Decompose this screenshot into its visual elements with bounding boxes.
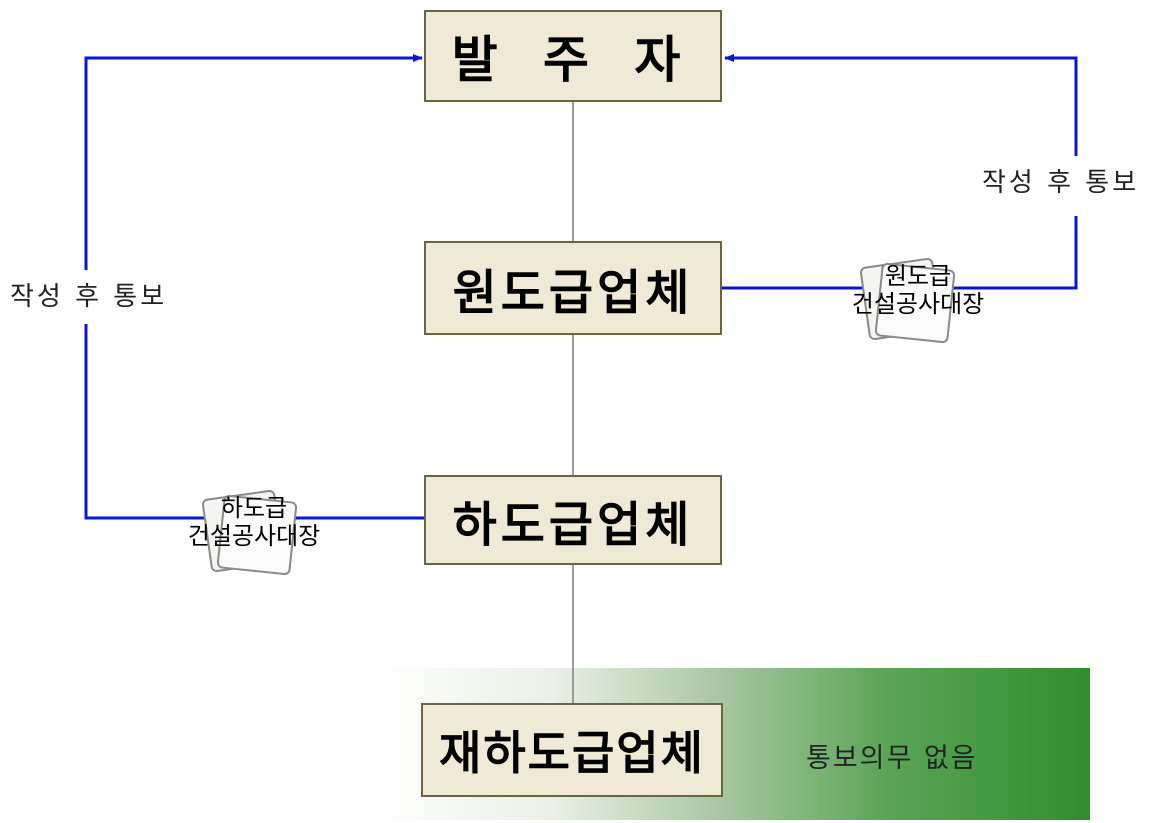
- no-obligation-label: 통보의무 없음: [806, 743, 978, 774]
- client-label: 발 주 자: [451, 31, 695, 89]
- re-subcontractor-label: 재하도급업체: [439, 726, 705, 780]
- right-report-note: 작성 후 통보: [972, 156, 1156, 216]
- prime-ledger-document: 원도급 건설공사대장: [828, 257, 1008, 344]
- prime-ledger-line1: 원도급: [884, 262, 952, 290]
- prime-contractor-box: 원도급업체: [424, 241, 722, 335]
- prime-contractor-label: 원도급업체: [452, 265, 694, 321]
- re-subcontractor-box: 재하도급업체: [421, 703, 723, 797]
- subcontractor-label: 하도급업체: [452, 497, 694, 553]
- sub-ledger-line2: 건설공사대장: [187, 522, 321, 550]
- subcontractor-box: 하도급업체: [424, 475, 722, 565]
- sub-ledger-line1: 하도급: [220, 494, 288, 522]
- client-box: 발 주 자: [424, 10, 722, 102]
- prime-ledger-line2: 건설공사대장: [851, 290, 985, 318]
- left-report-note: 작성 후 통보: [0, 270, 206, 324]
- sub-ledger-document: 하도급 건설공사대장: [164, 489, 344, 576]
